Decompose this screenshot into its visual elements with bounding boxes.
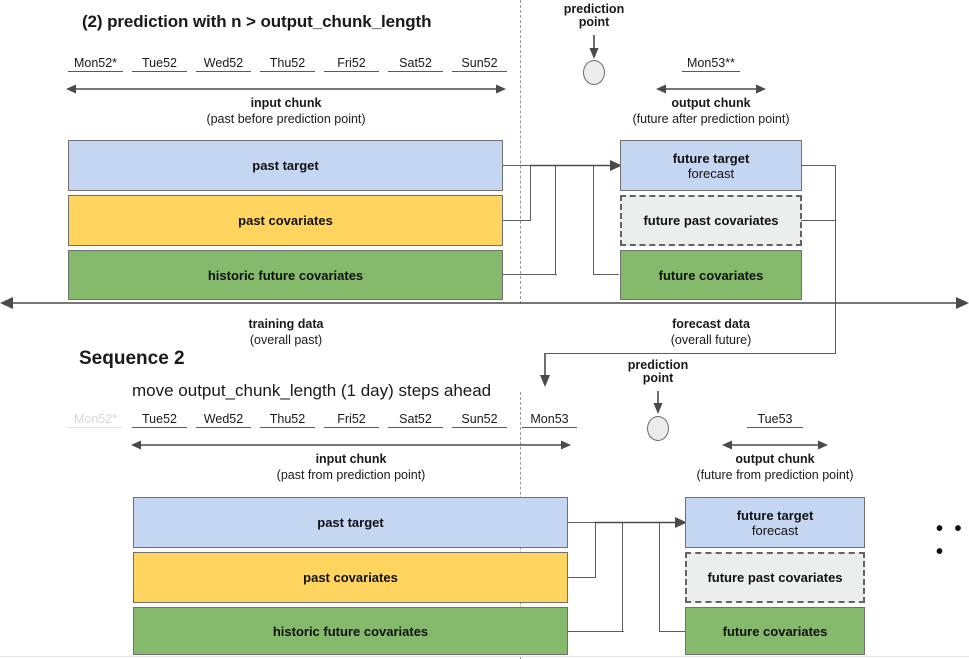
connector-arrow-into-future-target-1	[530, 160, 622, 171]
box-past-covariates-1: past covariates	[68, 195, 503, 246]
connector-past-target-drop-2	[595, 522, 597, 577]
box-label: past covariates	[238, 213, 333, 228]
output-chunk-label-1: output chunk	[671, 96, 751, 110]
box-future-target-2: future target forecast	[685, 497, 865, 548]
feedback-out-target-1	[801, 165, 836, 167]
box-label: future past covariates	[643, 213, 779, 228]
connector-past-covariates-1	[503, 220, 531, 222]
prediction-point-marker-1	[583, 60, 605, 85]
box-label: future target	[672, 150, 750, 166]
bottom-divider	[0, 656, 969, 657]
box-label: past target	[252, 158, 319, 173]
box-label: future covariates	[658, 267, 764, 283]
day-label: Thu52	[260, 56, 315, 72]
connector-past-target-1	[503, 165, 531, 167]
connector-historic-1	[503, 274, 557, 276]
box-past-covariates-2: past covariates	[133, 552, 568, 603]
prediction-point-line1: prediction	[627, 358, 689, 372]
box-past-target-1: past target	[68, 140, 503, 191]
feedback-arrow-down-1	[540, 353, 550, 387]
box-future-past-covariates-1: future past covariates	[620, 195, 802, 246]
feedback-riser-1	[835, 165, 837, 354]
day-label: Fri52	[324, 56, 379, 72]
connector-bus-a-2	[622, 522, 624, 632]
input-chunk-sub-2: (past from prediction point)	[276, 468, 426, 482]
box-label: historic future covariates	[207, 267, 364, 283]
day-label: Mon52*	[68, 56, 123, 72]
prediction-point-marker-2	[647, 416, 669, 441]
output-chunk-sub-2: (future from prediction point)	[696, 468, 854, 482]
box-label: historic future covariates	[272, 623, 429, 639]
day-label: Tue52	[132, 412, 187, 428]
box-sub-label: forecast	[687, 165, 735, 181]
prediction-point-arrow-1	[589, 35, 599, 59]
sequence2-subtitle: move output_chunk_length (1 day) steps a…	[132, 381, 492, 400]
continuation-ellipsis: • • •	[936, 518, 965, 563]
day-label: Sat52	[388, 56, 443, 72]
box-label: past target	[317, 515, 384, 530]
input-chunk-arrow-1	[66, 84, 506, 94]
connector-bus-a-1	[555, 165, 557, 275]
connector-past-target-drop-1	[530, 165, 532, 220]
connector-bus-b-2	[659, 522, 661, 632]
forecast-data-sub: (overall future)	[670, 333, 752, 347]
prediction-point-line2: point	[578, 15, 610, 29]
box-label: future past covariates	[707, 570, 843, 585]
feedback-out-fpc-1	[801, 220, 836, 222]
connector-bus-b-foot-2	[659, 631, 685, 633]
training-data-label: training data	[248, 317, 324, 331]
prediction-point-line2: point	[642, 371, 674, 385]
day-label-faded: Mon52*	[68, 412, 123, 428]
box-label: future target	[736, 507, 814, 523]
day-label: Sat52	[388, 412, 443, 428]
prediction-point-arrow-2	[653, 391, 663, 414]
box-label: past covariates	[303, 570, 398, 585]
prediction-point-label-1: prediction point	[548, 3, 640, 29]
forecast-data-label: forecast data	[672, 317, 750, 331]
prediction-divider-top	[520, 0, 521, 304]
sequence2-title: Sequence 2	[79, 348, 185, 369]
day-label-future-2: Tue53	[747, 412, 803, 428]
day-label: Wed52	[196, 412, 251, 428]
output-chunk-arrow-2	[722, 440, 828, 450]
box-future-covariates-1: future covariates	[620, 250, 802, 300]
day-label: Wed52	[196, 56, 251, 72]
box-historic-future-covariates-2: historic future covariates	[133, 607, 568, 655]
output-chunk-sub-1: (future after prediction point)	[632, 112, 790, 126]
day-label: Tue52	[132, 56, 187, 72]
input-chunk-label-2: input chunk	[315, 452, 387, 466]
box-sub-label: forecast	[751, 522, 799, 538]
box-historic-future-covariates-1: historic future covariates	[68, 250, 503, 300]
day-label: Thu52	[260, 412, 315, 428]
connector-arrow-into-future-target-2	[595, 517, 687, 528]
day-label: Sun52	[452, 56, 507, 72]
day-label-future-1: Mon53**	[682, 56, 740, 72]
timeline-axis	[0, 297, 969, 309]
box-future-target-1: future target forecast	[620, 140, 802, 191]
input-chunk-label-1: input chunk	[250, 96, 322, 110]
input-chunk-arrow-2	[131, 440, 571, 450]
prediction-point-label-2: prediction point	[612, 359, 704, 385]
day-label: Fri52	[324, 412, 379, 428]
input-chunk-sub-1: (past before prediction point)	[206, 112, 366, 126]
day-label: Mon53	[522, 412, 577, 428]
box-future-past-covariates-2: future past covariates	[685, 552, 865, 603]
box-label: future covariates	[722, 623, 828, 639]
output-chunk-label-2: output chunk	[735, 452, 815, 466]
box-future-covariates-2: future covariates	[685, 607, 865, 655]
connector-past-covariates-2	[568, 577, 596, 579]
connector-bus-b-foot-1	[593, 274, 619, 276]
feedback-run-1	[545, 353, 836, 355]
day-label: Sun52	[452, 412, 507, 428]
connector-historic-2	[568, 631, 624, 633]
prediction-point-line1: prediction	[563, 2, 625, 16]
diagram-title: (2) prediction with n > output_chunk_len…	[82, 12, 432, 31]
training-data-sub: (overall past)	[249, 333, 323, 347]
box-past-target-2: past target	[133, 497, 568, 548]
output-chunk-arrow-1	[656, 84, 766, 94]
connector-past-target-2	[568, 522, 596, 524]
connector-bus-b-1	[593, 165, 595, 275]
